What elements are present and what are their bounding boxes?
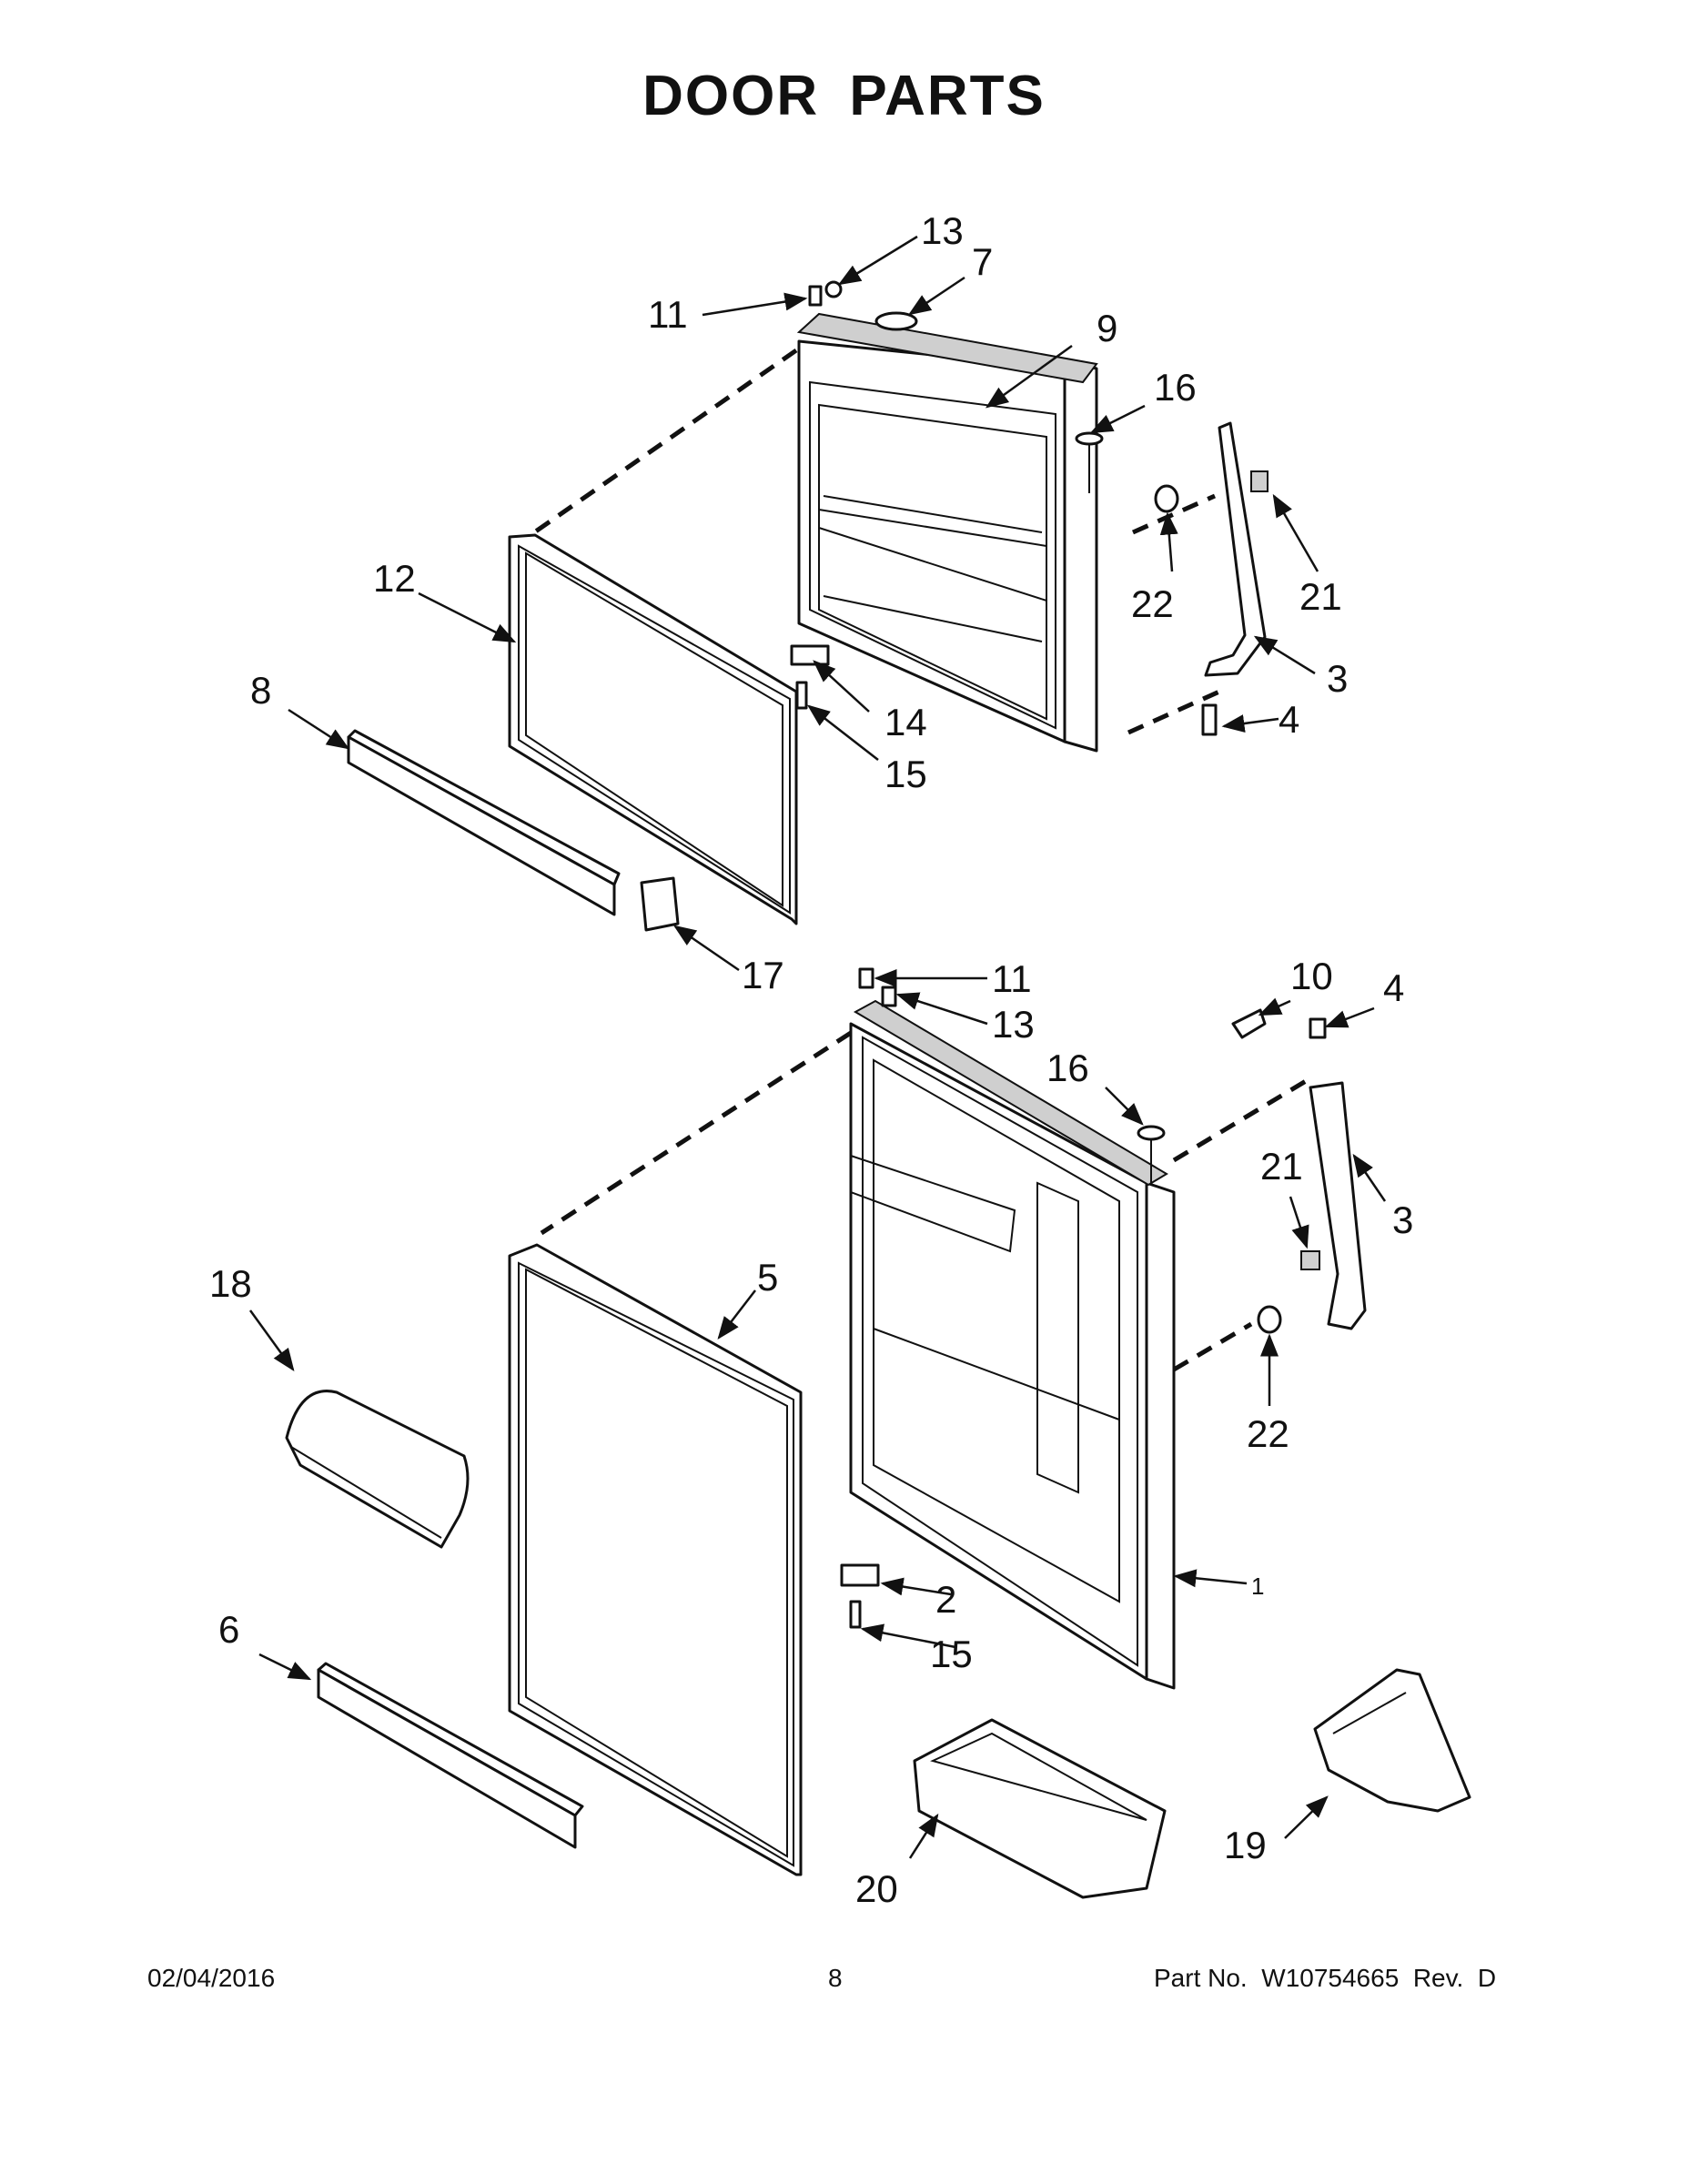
dairy-bin	[285, 1390, 470, 1549]
door-bin-large	[913, 1718, 1167, 1899]
footer-date: 02/04/2016	[147, 1964, 276, 1992]
fresh-food-door	[849, 999, 1176, 1690]
footer-part-number: Part No. W10754665 Rev. D	[1154, 1964, 1497, 1992]
upper-hinge	[1204, 421, 1267, 677]
callout-8: 8	[250, 669, 271, 712]
callout-16: 16	[1046, 1046, 1089, 1089]
callout-11: 11	[992, 957, 1032, 1000]
leader-lines	[248, 235, 1387, 1859]
callout-6: 6	[218, 1608, 239, 1651]
callout-22: 22	[1131, 582, 1174, 625]
callout-13: 13	[921, 209, 964, 252]
callout-9: 9	[1097, 307, 1117, 349]
callout-17: 17	[742, 954, 784, 996]
callout-3: 3	[1392, 1198, 1413, 1241]
callout-13: 13	[992, 1003, 1035, 1046]
callout-7: 7	[972, 240, 993, 283]
page-title: DOOR PARTS	[642, 65, 1046, 127]
freezer-trim-strip	[347, 729, 621, 916]
alignment-line	[1127, 689, 1221, 735]
callout-10: 10	[1290, 955, 1333, 997]
alignment-line	[1131, 493, 1217, 535]
alignment-line	[526, 348, 798, 540]
callout-18: 18	[209, 1262, 252, 1305]
callout-20: 20	[855, 1867, 898, 1910]
callout-21: 21	[1260, 1145, 1303, 1188]
alignment-line	[1172, 1321, 1253, 1372]
freezer-door	[796, 312, 1098, 753]
callout-11: 11	[648, 293, 688, 336]
callout-1: 1	[1251, 1572, 1264, 1600]
footer-page-number: 8	[828, 1964, 843, 1992]
lower-hinge	[1309, 1081, 1367, 1330]
fresh-food-hardware	[840, 967, 1327, 1629]
callout-21: 21	[1299, 575, 1342, 618]
callout-14: 14	[884, 701, 927, 743]
callout-5: 5	[757, 1256, 778, 1299]
callout-15: 15	[884, 753, 927, 795]
callout-22: 22	[1247, 1412, 1289, 1455]
fresh-food-trim-strip	[317, 1662, 584, 1849]
callout-16: 16	[1154, 366, 1197, 409]
trim-end-cap	[640, 876, 680, 932]
alignment-line	[540, 1030, 853, 1236]
callout-3: 3	[1327, 657, 1348, 700]
callout-15: 15	[930, 1633, 973, 1675]
freezer-hardware	[790, 280, 1269, 736]
callout-12: 12	[373, 557, 416, 600]
callout-4: 4	[1383, 966, 1404, 1009]
callout-4: 4	[1279, 698, 1299, 741]
freezer-gasket	[508, 533, 798, 925]
fresh-food-gasket	[508, 1243, 803, 1876]
callout-19: 19	[1224, 1824, 1267, 1866]
callout-2: 2	[935, 1578, 956, 1621]
door-bin-small	[1313, 1668, 1471, 1813]
